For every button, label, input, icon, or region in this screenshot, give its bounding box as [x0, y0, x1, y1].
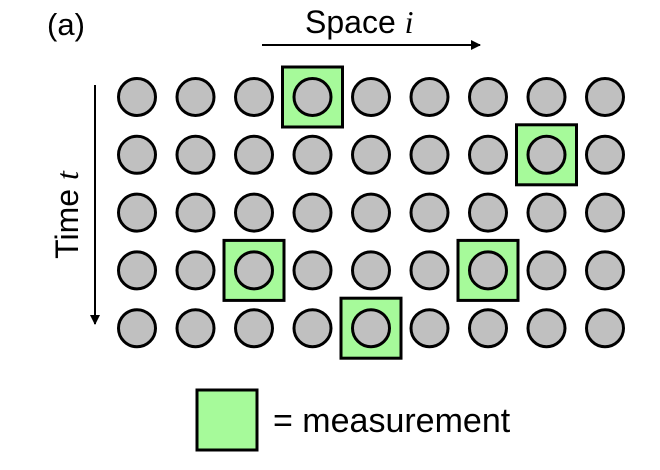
grid-node: [292, 77, 333, 117]
grid-node: [117, 77, 157, 117]
legend-text: = measurement: [273, 402, 511, 440]
grid-node: [409, 308, 450, 349]
grid-node: [117, 308, 157, 349]
grid-node: [526, 250, 567, 291]
grid-node: [351, 77, 391, 117]
grid-node: [526, 134, 567, 175]
grid-node: [175, 134, 216, 175]
grid-node: [526, 308, 567, 349]
legend-swatch: [195, 388, 259, 452]
grid-node: [292, 134, 333, 175]
grid-node: [234, 250, 274, 291]
grid-node: [585, 77, 625, 117]
grid-node: [117, 134, 157, 175]
grid-node: [409, 192, 450, 233]
grid-node: [468, 308, 508, 349]
grid-node: [234, 192, 274, 233]
grid-node: [585, 308, 625, 349]
space-axis-label: Space i: [305, 4, 414, 40]
grid-node: [234, 134, 274, 175]
grid-node: [175, 250, 216, 291]
grid-node: [292, 250, 333, 291]
grid-node: [468, 77, 508, 117]
grid-node: [526, 77, 567, 117]
grid-node: [175, 308, 216, 349]
grid-node: [234, 77, 274, 117]
grid-node: [468, 192, 508, 233]
grid-node: [351, 250, 391, 291]
grid-node: [117, 192, 157, 233]
grid-node: [585, 134, 625, 175]
grid-node: [351, 192, 391, 233]
grid-node: [409, 77, 450, 117]
grid-node: [468, 250, 508, 291]
grid-node: [409, 250, 450, 291]
grid-node: [468, 134, 508, 175]
grid-node: [409, 134, 450, 175]
grid-node: [117, 250, 157, 291]
grid-node: [585, 250, 625, 291]
time-axis-label: Time t: [49, 170, 85, 259]
grid-node: [526, 192, 567, 233]
grid-node: [292, 308, 333, 349]
grid-node: [292, 192, 333, 233]
grid-node: [234, 308, 274, 349]
grid-node: [351, 308, 391, 349]
grid-node: [175, 192, 216, 233]
grid-node: [175, 77, 216, 117]
grid-node: [351, 134, 391, 175]
grid-node: [585, 192, 625, 233]
panel-label: (a): [47, 7, 85, 42]
